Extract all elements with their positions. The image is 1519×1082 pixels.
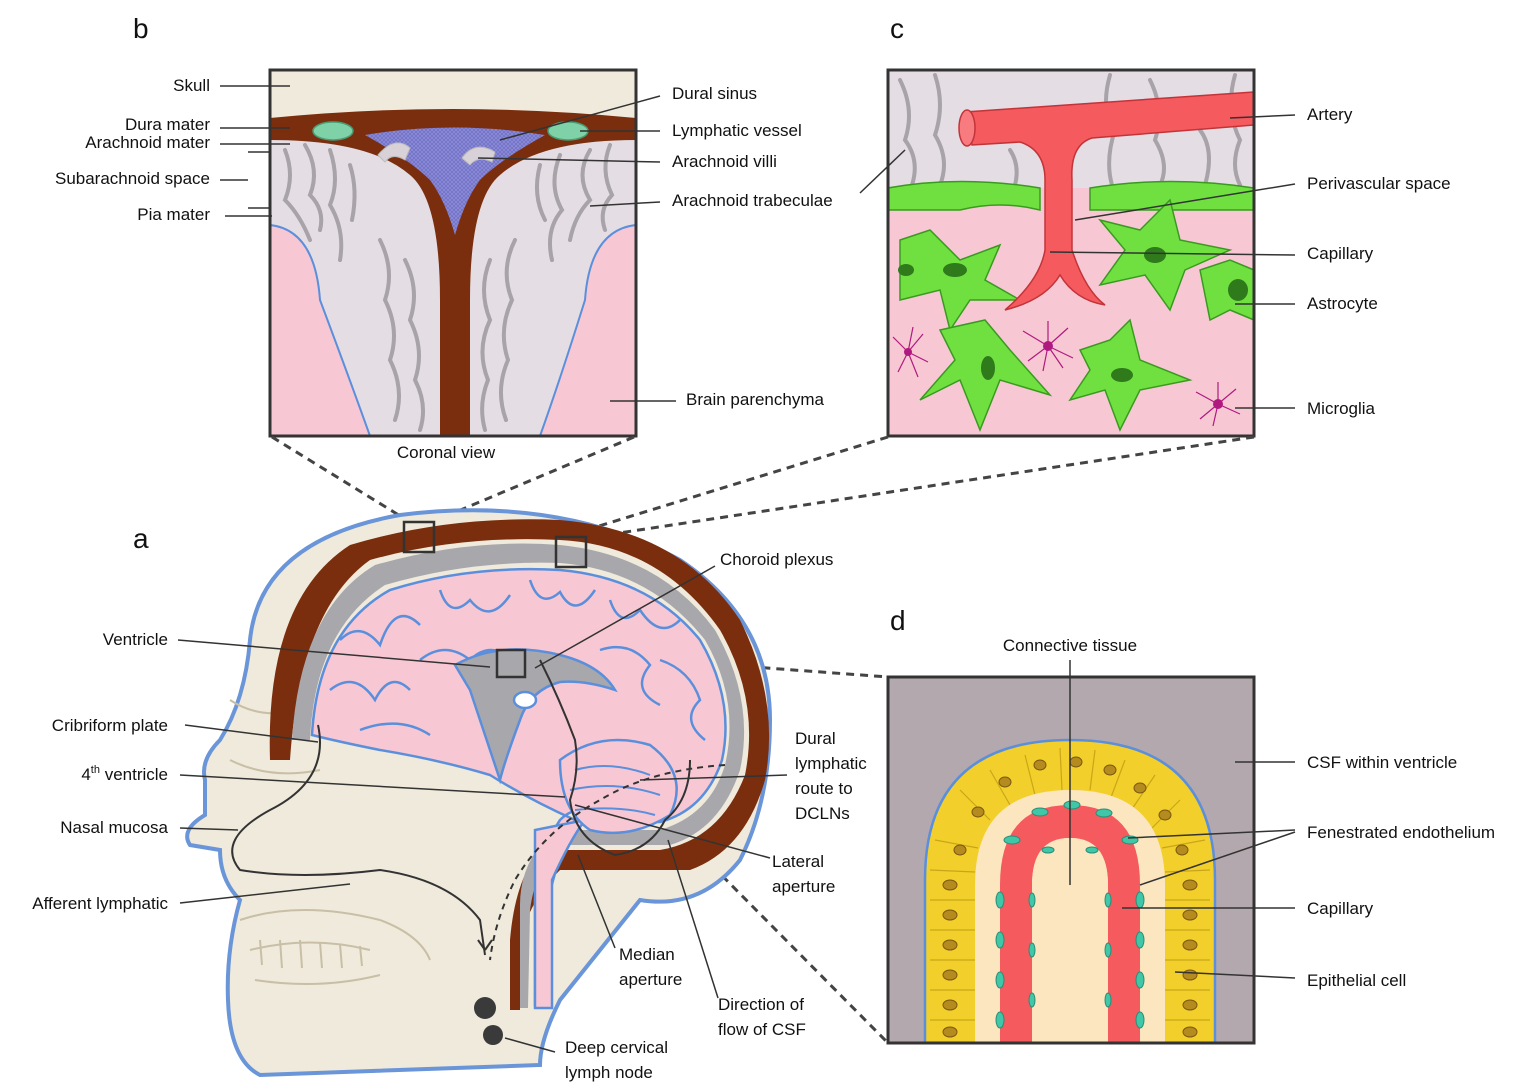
panel-d-illustration <box>888 677 1254 1043</box>
label-lymphatic-vessel: Lymphatic vessel <box>672 121 802 140</box>
label-dural-route-3: route to <box>795 779 853 798</box>
panel-letter-d: d <box>890 605 906 636</box>
label-cribriform-plate: Cribriform plate <box>52 716 168 735</box>
label-lateral-aperture-2: aperture <box>772 877 835 896</box>
label-dural-route-4: DCLNs <box>795 804 850 823</box>
label-4th-ventricle: 4th ventricle <box>81 764 168 784</box>
label-arachnoid-trabeculae: Arachnoid trabeculae <box>672 191 833 210</box>
label-lateral-aperture-1: Lateral <box>772 852 824 871</box>
lymph-node-lower <box>483 1025 503 1045</box>
label-deep-cervical-1: Deep cervical <box>565 1038 668 1057</box>
label-skull: Skull <box>173 76 210 95</box>
panel-letter-b: b <box>133 13 149 44</box>
label-astrocyte: Astrocyte <box>1307 294 1378 313</box>
label-dural-route-1: Dural <box>795 729 836 748</box>
lymph-node-upper <box>474 997 496 1019</box>
label-perivascular-space: Perivascular space <box>1307 174 1451 193</box>
caption-coronal-view: Coronal view <box>397 443 496 462</box>
label-arachnoid-mater: Arachnoid mater <box>85 133 210 152</box>
label-subarachnoid-space: Subarachnoid space <box>55 169 210 188</box>
label-afferent-lymphatic: Afferent lymphatic <box>32 894 168 913</box>
label-dural-sinus: Dural sinus <box>672 84 757 103</box>
label-direction-flow-2: flow of CSF <box>718 1020 806 1039</box>
label-median-aperture-1: Median <box>619 945 675 964</box>
label-ventricle: Ventricle <box>103 630 168 649</box>
panel-letter-c: c <box>890 13 904 44</box>
label-artery: Artery <box>1307 105 1353 124</box>
label-dura-mater: Dura mater <box>125 115 210 134</box>
label-capillary-c: Capillary <box>1307 244 1374 263</box>
label-epithelial-cell: Epithelial cell <box>1307 971 1406 990</box>
label-brain-parenchyma: Brain parenchyma <box>686 390 825 409</box>
label-fenestrated-endothelium: Fenestrated endothelium <box>1307 823 1495 842</box>
label-microglia: Microglia <box>1307 399 1376 418</box>
label-direction-flow-1: Direction of <box>718 995 804 1014</box>
label-median-aperture-2: aperture <box>619 970 682 989</box>
panel-b-illustration <box>270 70 636 436</box>
label-choroid-plexus: Choroid plexus <box>720 550 833 569</box>
label-nasal-mucosa: Nasal mucosa <box>60 818 168 837</box>
label-pia-mater: Pia mater <box>137 205 210 224</box>
label-csf-within-ventricle: CSF within ventricle <box>1307 753 1457 772</box>
label-capillary-d: Capillary <box>1307 899 1374 918</box>
label-arachnoid-villi: Arachnoid villi <box>672 152 777 171</box>
label-deep-cervical-2: lymph node <box>565 1063 653 1082</box>
panel-letter-a: a <box>133 523 149 554</box>
label-connective-tissue: Connective tissue <box>1003 636 1137 655</box>
label-dural-route-2: lymphatic <box>795 754 867 773</box>
